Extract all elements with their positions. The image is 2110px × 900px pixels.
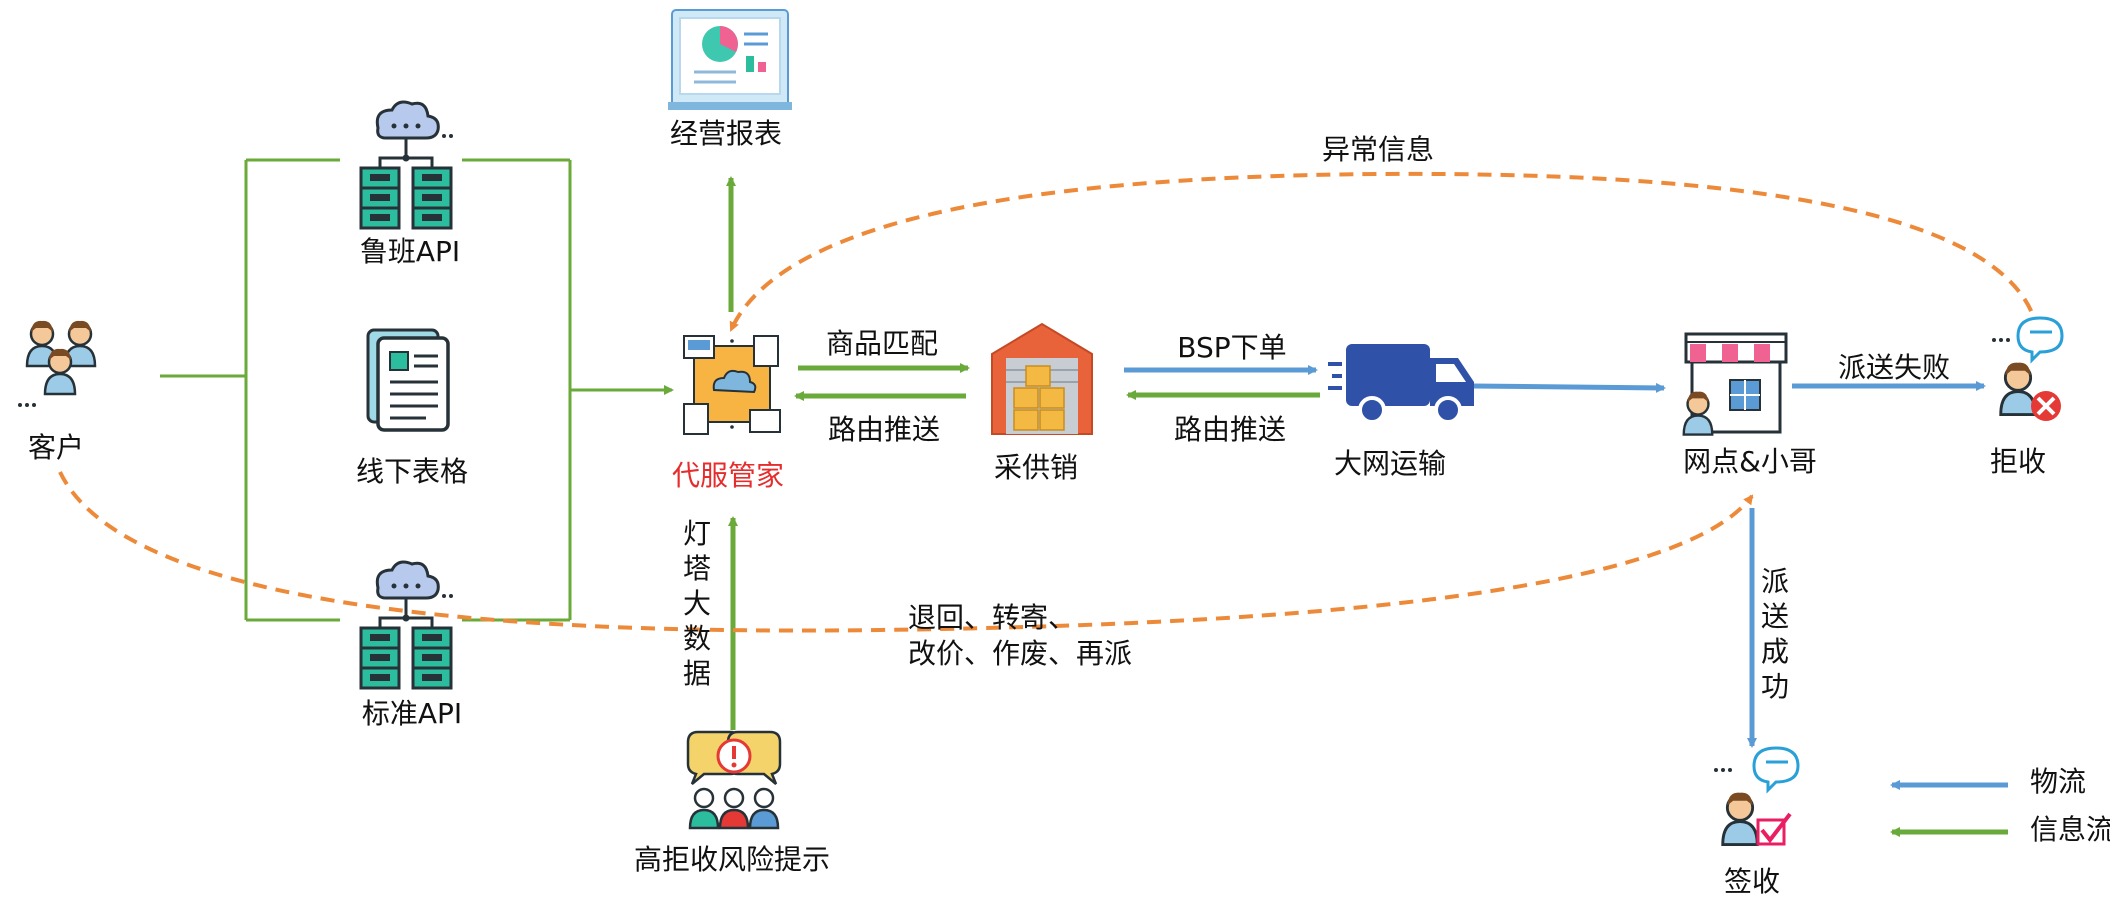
warehouse-icon [991,322,1093,435]
outlet-label: 网点&小哥 [1683,445,1817,478]
customer-icon [18,319,97,407]
reject-user-icon [1992,316,2064,421]
return-ops-arrow [58,471,1754,633]
agent-hub-icon [683,335,781,435]
risk-label: 高拒收风险提示 [633,843,831,876]
risk-alert-group-icon [686,730,782,830]
exception-info-label: 异常信息 [1321,133,1435,166]
product-match-label: 商品匹配 [825,327,939,360]
route-push-label-1: 路由推送 [827,413,941,446]
reject-label: 拒收 [1989,445,2047,478]
customer-label: 客户 [27,431,85,464]
standard-api-label: 标准API [361,697,463,730]
delivery-success-label: 派送成功 [1760,565,1789,703]
transport-to-outlet-arrow [1471,382,1666,393]
route-push-label-2: 路由推送 [1173,413,1287,446]
return-ops-label-line2: 改价、作废、再派 [908,637,1133,670]
delivery-fail-label: 派送失败 [1837,351,1951,384]
legend-info-flow-label: 信息流 [2030,813,2110,846]
truck-icon [1328,344,1474,424]
transport-label: 大网运输 [1333,447,1447,480]
sign-label: 签收 [1723,865,1781,898]
exception-info-arrow [729,171,2040,334]
purchase-label: 采供销 [993,451,1079,484]
report-dashboard-icon [668,9,792,110]
luban-api-label: 鲁班API [359,235,461,268]
legend-logistics-label: 物流 [2030,765,2087,798]
bsp-order-label: BSP下单 [1177,331,1287,364]
lighthouse-label: 灯塔大数据 [682,517,711,690]
agent-label: 代服管家 [671,459,785,492]
offline-form-label: 线下表格 [355,455,469,488]
offline-form-document-icon [366,328,450,432]
return-ops-label-line1: 退回、转寄、 [908,601,1077,634]
outlet-shop-icon [1682,332,1788,436]
luban-api-server-icon [359,100,455,230]
standard-api-server-icon [359,560,455,690]
sign-user-icon [1714,746,1800,846]
report-label: 经营报表 [669,117,783,150]
